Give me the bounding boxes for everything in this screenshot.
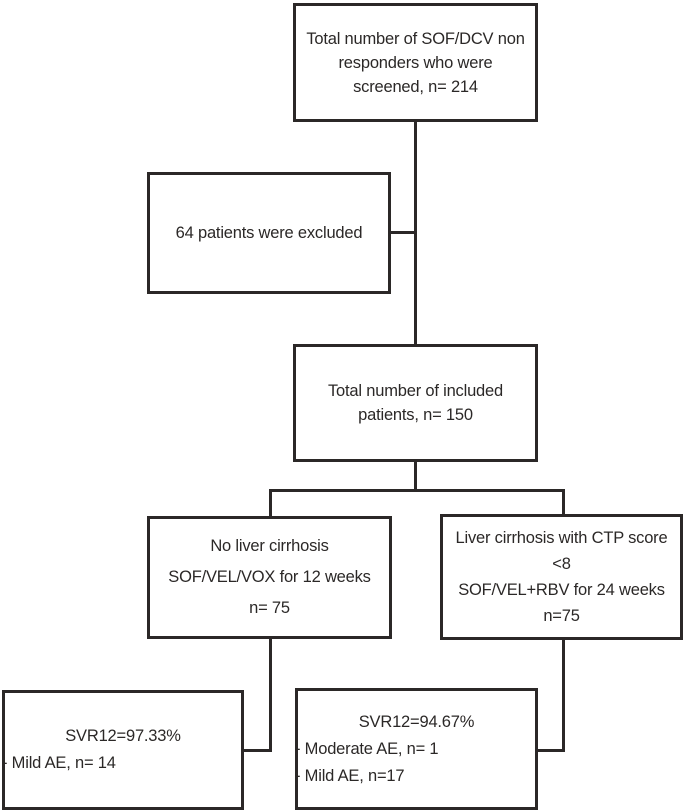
box-total-screened: Total number of SOF/DCV non responders w… xyxy=(293,3,538,122)
connector-branch-horizontal xyxy=(269,489,565,492)
svr12-right-value: SVR12=94.67% xyxy=(358,712,475,731)
connector-left-outcome-elbow xyxy=(244,749,272,752)
box-no-liver-cirrhosis-arm: No liver cirrhosis SOF/VEL/VOX for 12 we… xyxy=(147,516,392,639)
connector-right-outcome-vertical xyxy=(562,640,565,752)
connector-left-outcome-vertical xyxy=(269,639,272,752)
svr12-left-value: SVR12=97.33% xyxy=(65,727,181,745)
connector-right-outcome-elbow xyxy=(538,749,565,752)
connector-excluded-branch xyxy=(391,231,414,234)
adverse-events-right: - Moderate AE, n= 1 - Mild AE, n=17 xyxy=(295,739,439,785)
box-outcome-cirrhosis: SVR12=94.67% - Moderate AE, n= 1 - Mild … xyxy=(295,688,538,810)
box-liver-cirrhosis-text: Liver cirrhosis with CTP score <8 SOF/VE… xyxy=(455,529,668,625)
box-total-included-text: Total number of included patients, n= 15… xyxy=(328,382,503,424)
box-total-screened-text: Total number of SOF/DCV non responders w… xyxy=(306,29,525,96)
connector-included-to-branch xyxy=(414,462,417,492)
box-excluded-patients: 64 patients were excluded xyxy=(147,172,391,294)
box-excluded-patients-text: 64 patients were excluded xyxy=(175,224,363,242)
box-liver-cirrhosis-arm: Liver cirrhosis with CTP score <8 SOF/VE… xyxy=(440,514,683,640)
box-outcome-no-cirrhosis: SVR12=97.33% - Mild AE, n= 14 xyxy=(2,690,244,810)
box-no-liver-cirrhosis-text: No liver cirrhosis SOF/VEL/VOX for 12 we… xyxy=(168,537,371,617)
box-total-included: Total number of included patients, n= 15… xyxy=(293,344,538,462)
connector-branch-left-stub xyxy=(269,489,272,516)
connector-branch-right-stub xyxy=(562,489,565,514)
connector-screened-to-included xyxy=(414,122,417,344)
adverse-events-left: - Mild AE, n= 14 xyxy=(2,754,116,772)
